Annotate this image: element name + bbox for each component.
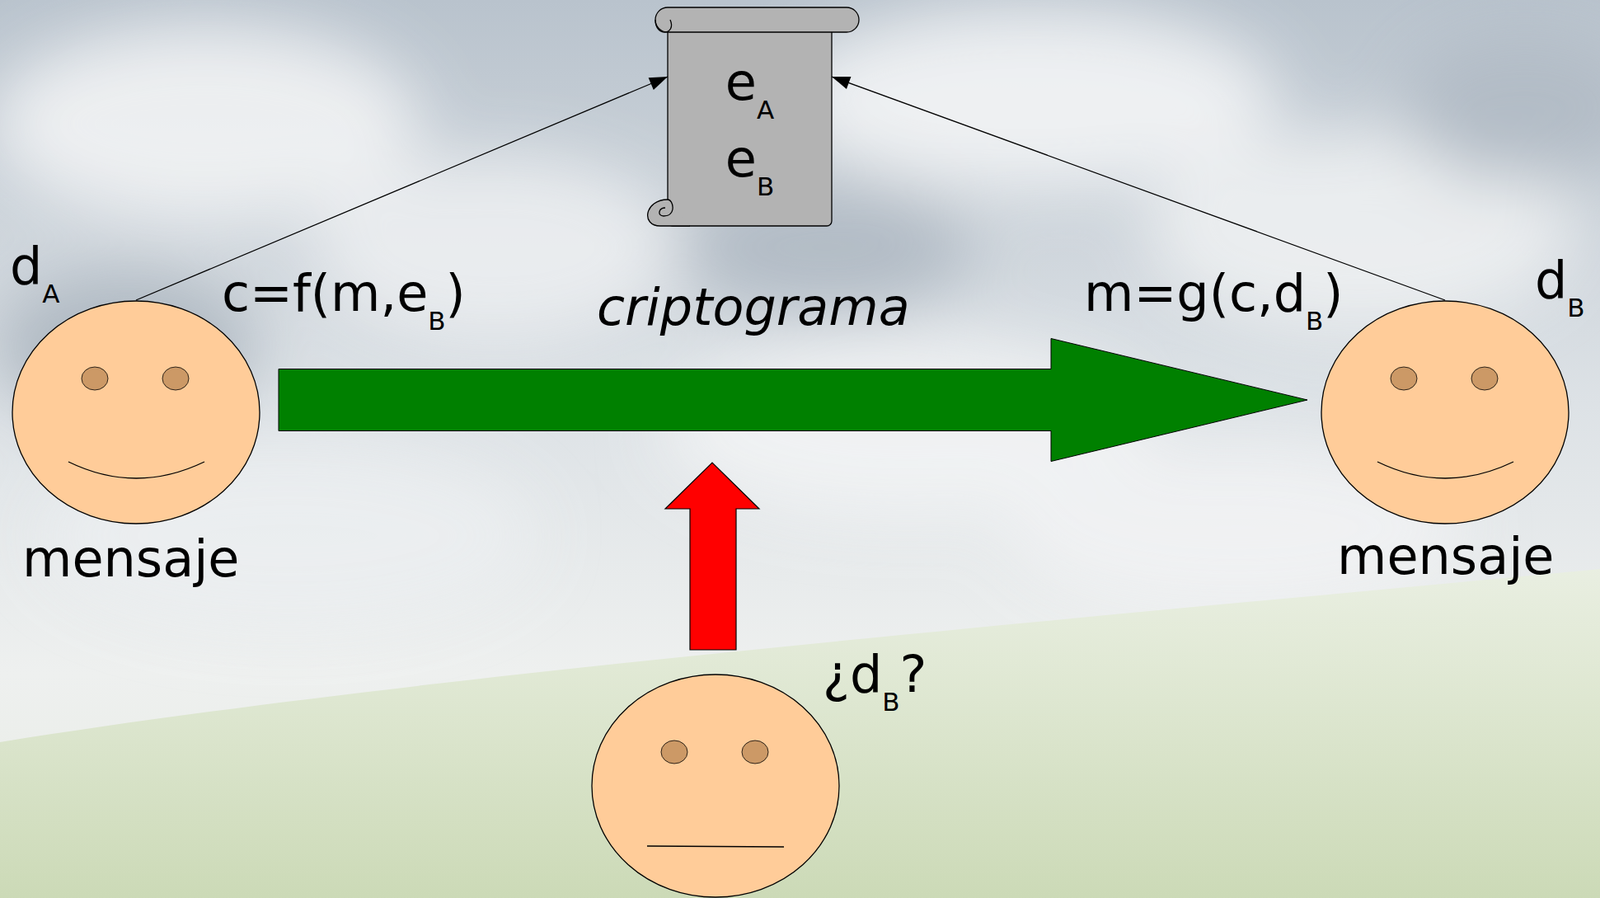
face-circle — [1321, 300, 1569, 524]
key-name: eA — [667, 56, 832, 110]
connector — [278, 338, 1308, 462]
connector — [831, 76, 1446, 301]
face-mouth — [647, 845, 784, 847]
formula-label: c=f(m,eB) — [221, 267, 466, 321]
face-eye — [162, 366, 189, 390]
key-question: ¿dB? — [822, 648, 927, 702]
face-circle — [591, 674, 840, 897]
face-eye — [1390, 366, 1418, 390]
eavesdrop-arrow — [665, 462, 760, 650]
scroll-body — [667, 19, 832, 226]
message-label: mensaje — [22, 533, 240, 585]
edge-label: criptograma — [596, 281, 911, 334]
person-face: dBmensaje — [1320, 300, 1570, 525]
public-key-scroll: eA eB — [640, 4, 859, 228]
arrow-head — [831, 76, 851, 90]
message-label: mensaje — [1337, 530, 1555, 582]
connector — [136, 76, 668, 301]
key-name: dA — [9, 240, 61, 294]
ciphertext-arrow — [278, 338, 1308, 462]
scroll-shape — [640, 4, 859, 228]
arrow-head — [648, 76, 668, 90]
scroll-curl — [655, 19, 672, 33]
formula-label: m=g(c,dB) — [1083, 267, 1344, 321]
face-circle — [12, 300, 260, 524]
face-eye — [661, 740, 688, 764]
connector-line — [831, 76, 1446, 301]
face-shape — [11, 300, 261, 525]
key-name: dB — [1534, 254, 1586, 308]
face-eye — [81, 366, 108, 390]
face-eye — [741, 740, 769, 764]
connector-line — [136, 76, 668, 301]
face-shape — [1320, 300, 1570, 525]
face-shape — [591, 673, 840, 898]
scroll-curl — [659, 199, 673, 216]
face-smile — [1377, 461, 1514, 479]
face-eye — [1471, 366, 1498, 390]
key-name: eB — [667, 133, 832, 187]
face-smile — [68, 461, 205, 479]
person-face: ¿dB? — [591, 673, 840, 898]
scroll-top-roll — [655, 7, 859, 33]
person-face: dAmensaje — [11, 300, 261, 525]
scroll-bottom-roll — [647, 199, 690, 226]
